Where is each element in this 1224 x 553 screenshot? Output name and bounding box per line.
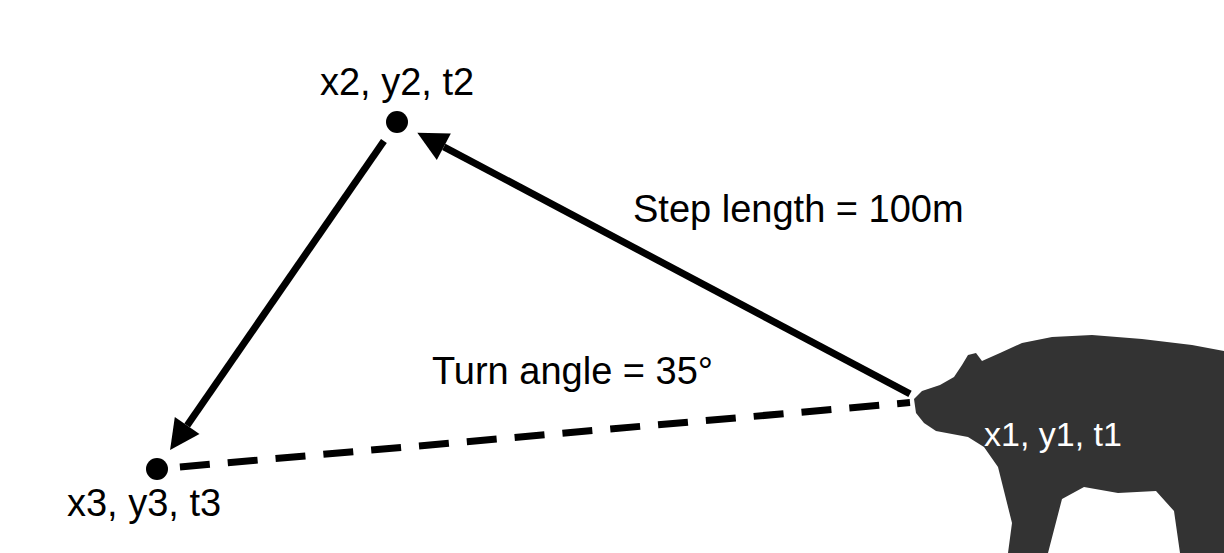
connector-line [187,141,384,425]
angle-label: Turn angle = 35° [432,350,713,394]
point-label: x2, y2, t2 [320,61,474,105]
connector-line [180,403,910,467]
step-length-label: Step length = 100m [633,188,964,232]
location-dot: x2, y2, t2 [386,111,408,133]
bear-silhouette: x1, y1, t1 [912,335,1224,553]
arrow-connector [417,133,910,394]
location-dot: x3, y3, t3 [146,458,168,480]
point-label: x3, y3, t3 [67,482,221,526]
arrowhead [417,133,451,160]
point-label: x1, y1, t1 [984,415,1122,454]
bear-body [914,335,1224,553]
arrowhead [170,417,199,450]
dashed-connector [180,403,910,467]
arrow-connector [170,141,384,450]
